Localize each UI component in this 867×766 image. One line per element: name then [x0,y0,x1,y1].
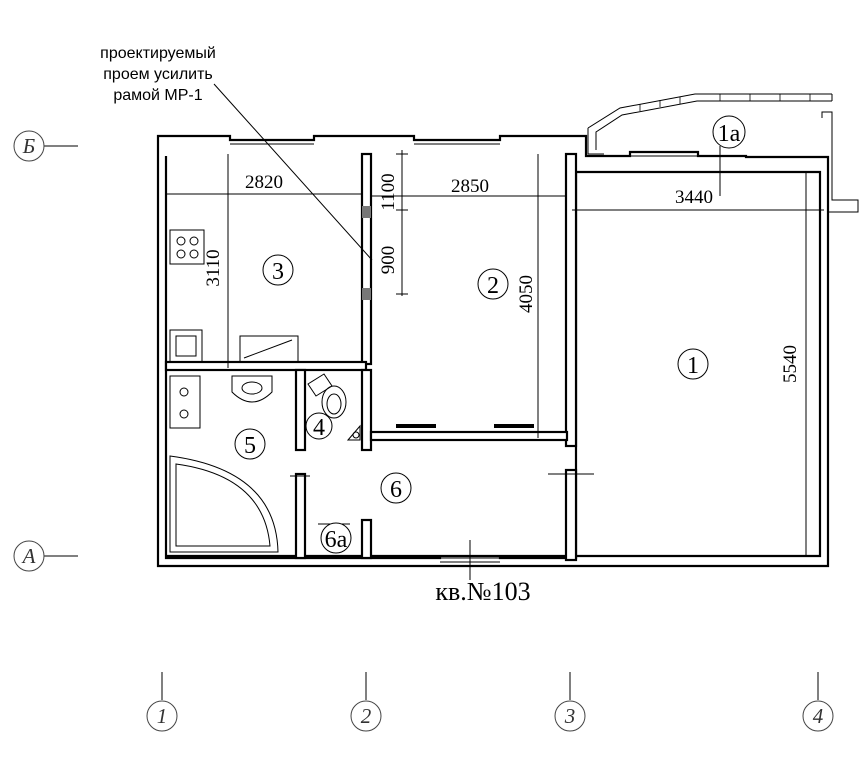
axis-label-a: А [21,544,36,568]
balcony [587,93,859,213]
axis-label-2: 2 [361,704,372,728]
dim-room1-depth: 5540 [780,345,801,383]
dim-opening-top: 1100 [378,173,399,210]
dim-room1-width: 3440 [675,187,713,208]
axis-label-3: 3 [564,704,576,728]
room-label-5: 5 [244,433,256,459]
note-line-2: проем усилить [103,66,213,83]
washing-unit [239,335,299,363]
dim-kitchen-depth: 3110 [203,249,224,286]
room-label-4: 4 [313,415,325,441]
room-label-6: 6 [390,477,402,503]
dim-room2-depth: 4050 [516,275,537,313]
note-leader-line [213,83,373,261]
axis-circles [13,130,834,732]
corner-bathtub [169,455,279,553]
toilet [307,373,361,441]
kitchen-sink [169,329,203,363]
room-label-1: 1 [687,353,699,379]
room-label-3: 3 [272,259,284,285]
note-line-1: проектируемый [100,45,216,62]
room-circles [234,115,746,554]
apartment-title: кв.№103 [435,577,530,606]
axis-label-b: Б [22,134,35,158]
dim-opening-size: 900 [378,246,399,275]
bathroom-stove [169,375,201,429]
dim-room2-width: 2850 [451,176,489,197]
axis-label-4: 4 [813,704,824,728]
axis-lines [44,145,819,700]
note-line-3: рамой МР-1 [113,87,202,104]
walls [156,134,830,568]
bathroom-sink [231,375,273,403]
room-label-6a: 6а [325,527,348,553]
kitchen-stove [169,229,205,265]
dimension-lines [165,146,824,580]
room-label-2: 2 [487,273,499,299]
dim-kitchen-width: 2820 [245,172,283,193]
axis-label-1: 1 [157,704,168,728]
room-label-1a: 1а [718,121,741,147]
